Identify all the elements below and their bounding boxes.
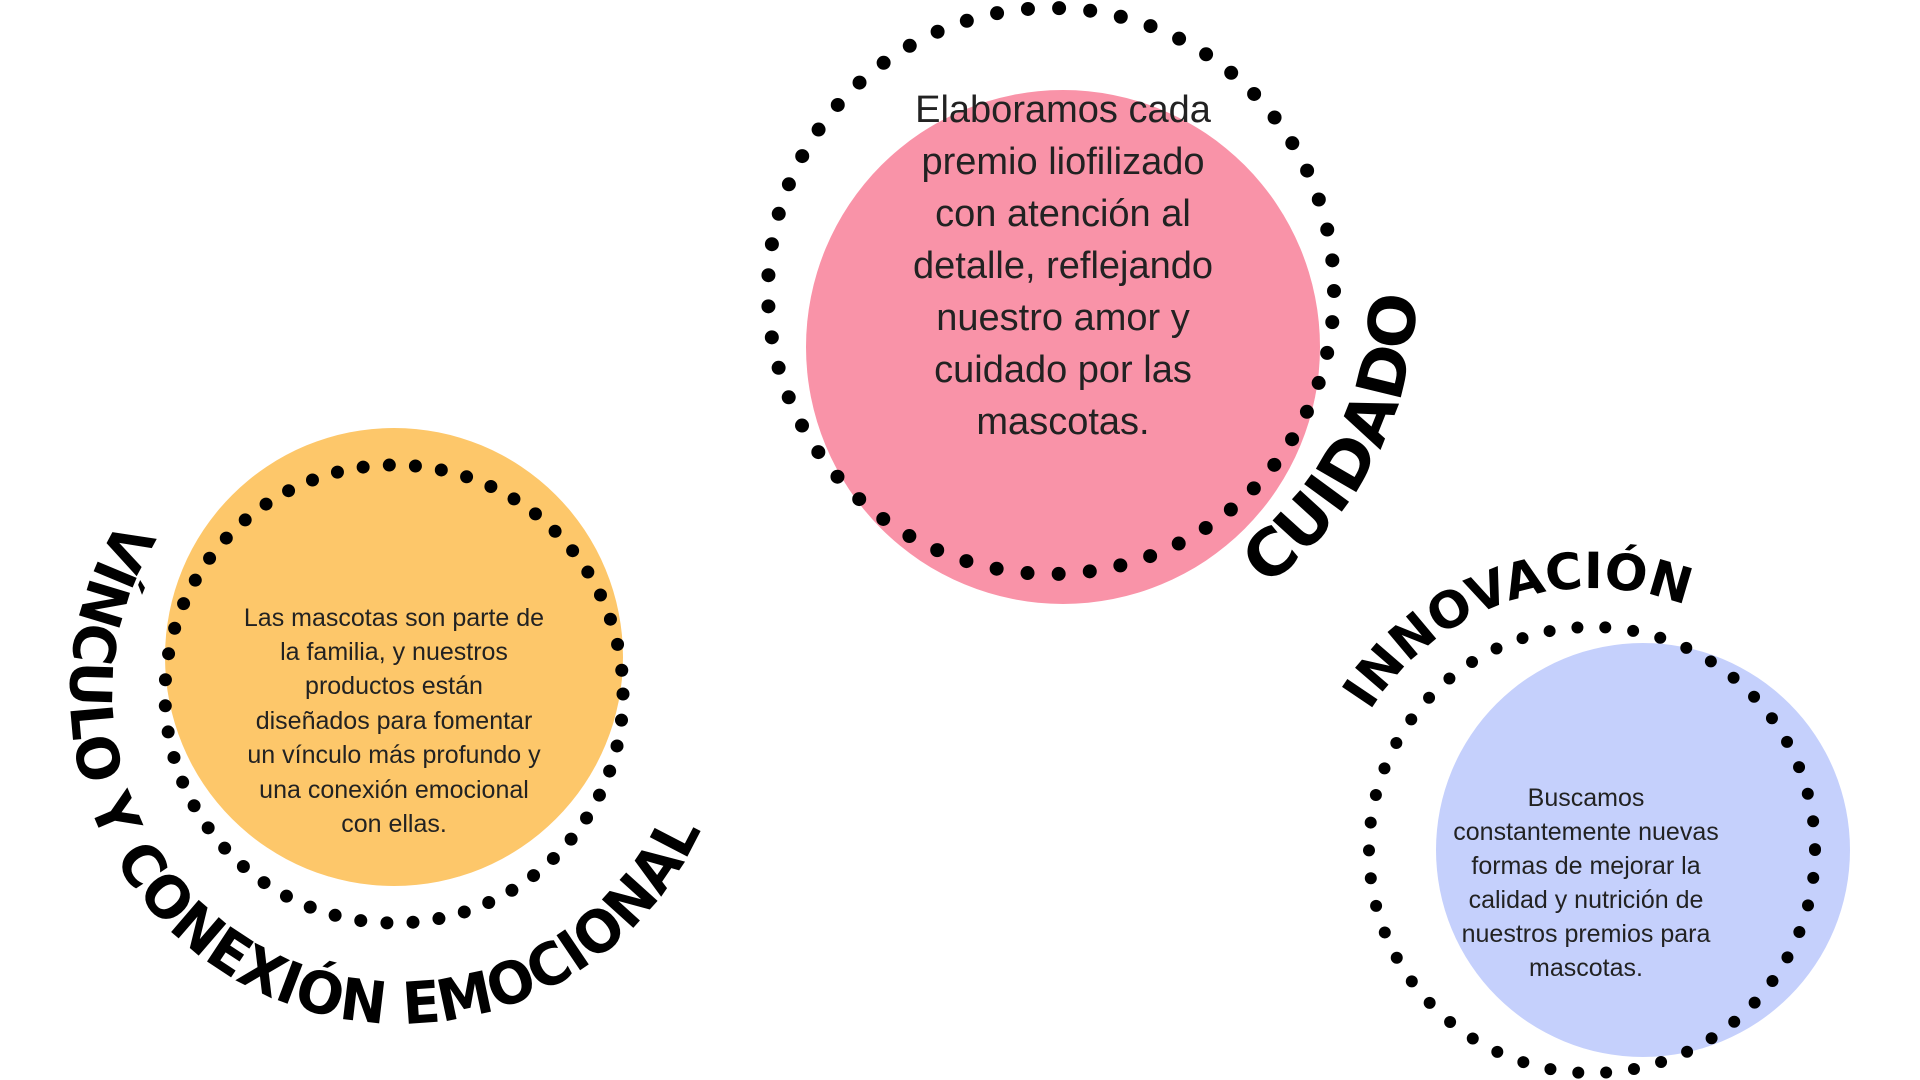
vinculo-dotted-ring (158, 458, 630, 930)
cuidado-line: nuestro amor y (936, 297, 1189, 339)
cuidado-line: con atención al (935, 193, 1191, 235)
cuidado-line: premio liofilizado (921, 141, 1204, 183)
innovacion-line: calidad y nutrición de (1469, 886, 1704, 914)
vinculo-line: Las mascotas son parte de (244, 604, 544, 632)
vinculo-circle (165, 428, 623, 886)
innovacion-section: Buscamos constantemente nuevas formas de… (1332, 541, 1850, 1079)
innovacion-circle (1436, 643, 1850, 1057)
cuidado-dotted-ring (761, 1, 1341, 581)
innovacion-line: nuestros premios para (1462, 920, 1711, 948)
cuidado-line: detalle, reflejando (913, 245, 1213, 287)
vinculo-line: con ellas. (341, 810, 447, 838)
innovacion-line: Buscamos (1528, 784, 1645, 812)
cuidado-line: Elaboramos cada (915, 89, 1212, 131)
cuidado-description: Elaboramos cada premio liofilizado con a… (913, 89, 1213, 443)
vinculo-line: una conexión emocional (259, 776, 529, 804)
cuidado-line: cuidado por las (934, 349, 1192, 391)
vinculo-line: productos están (305, 672, 483, 700)
cuidado-line: mascotas. (976, 401, 1149, 443)
vinculo-line: diseñados para fomentar (256, 707, 533, 735)
cuidado-circle (806, 90, 1320, 604)
innovacion-line: mascotas. (1529, 954, 1643, 982)
vinculo-line: un vínculo más profundo y (247, 741, 541, 769)
innovacion-line: formas de mejorar la (1471, 852, 1700, 880)
innovacion-description: Buscamos constantemente nuevas formas de… (1453, 784, 1718, 982)
cuidado-section: Elaboramos cada premio liofilizado con a… (761, 1, 1433, 604)
vinculo-description: Las mascotas son parte de la familia, y … (244, 604, 544, 838)
innovacion-dotted-ring (1363, 621, 1821, 1079)
innovacion-line: constantemente nuevas (1453, 818, 1718, 846)
vinculo-line: la familia, y nuestros (280, 638, 508, 666)
vinculo-section: Las mascotas son parte de la familia, y … (56, 428, 714, 1038)
